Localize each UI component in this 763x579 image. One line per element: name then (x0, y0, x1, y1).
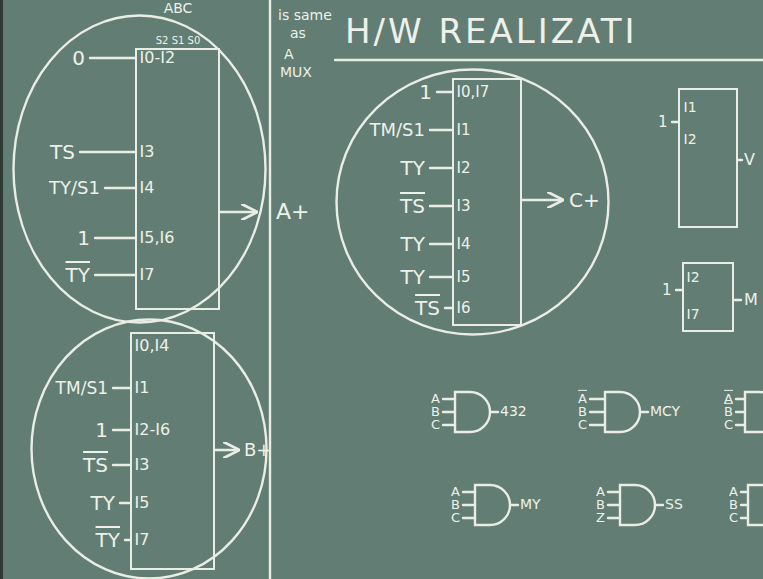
pin-label: I2-I6 (135, 421, 171, 439)
circle-outline (337, 70, 609, 335)
input-signal: 1 (419, 81, 432, 103)
mux-circle: 0TS TY/S1 1TY I0-I2I3I4I5,I6I7 (12, 14, 267, 324)
output-label: M (744, 291, 758, 309)
pin-label: I4 (140, 179, 155, 197)
pin-label: I2 (684, 132, 697, 147)
board-edge (0, 0, 3, 579)
pin-label: I3 (135, 456, 150, 474)
note: MUX (280, 65, 312, 80)
pin-label: I0-I2 (140, 49, 176, 67)
input-signal: TY (401, 157, 425, 179)
and-gate (741, 485, 763, 525)
input-signal: TM/S1 (370, 120, 425, 140)
and-gate (443, 392, 498, 432)
mux-box: 1I2I7 (682, 262, 734, 332)
pin-label: I7 (687, 307, 700, 322)
gate-input: C (729, 511, 738, 525)
pin-label: I0,I4 (135, 337, 170, 355)
and-gate (590, 392, 648, 432)
pin-label: I4 (457, 235, 471, 252)
pin-label: I7 (135, 531, 150, 549)
circle-outline (14, 16, 266, 323)
gate-input: C (578, 418, 587, 432)
input-wires (80, 58, 742, 540)
gate-input: C (451, 511, 460, 525)
pin-label: I6 (457, 299, 471, 316)
input-signal: 0 (72, 47, 85, 69)
mux-box: 1I1I2 (678, 88, 738, 228)
note: as (290, 26, 306, 41)
input-signal: TS (415, 297, 440, 319)
pin-label: I5 (457, 268, 471, 285)
output-label: C+ (569, 189, 600, 211)
note: is same (278, 8, 332, 23)
pin-label: I7 (140, 266, 155, 284)
input-signal: TY/S1 (49, 178, 100, 198)
pin-label: I1 (684, 100, 697, 115)
pin-label: I5 (135, 494, 150, 512)
select-label: ABC (164, 1, 193, 16)
input-signal: TY (96, 529, 120, 551)
gate-output: 432 (500, 404, 527, 419)
and-gate (608, 485, 663, 525)
mux-box: I0-I2I3I4I5,I6I7 (135, 48, 220, 310)
output-label: B+ (244, 440, 271, 460)
mux-box: I0,I7I1I2I3I4I5I6 (452, 78, 522, 326)
input-signal: TS (50, 141, 75, 163)
note: A (284, 47, 294, 62)
pin-label: I3 (457, 197, 471, 214)
mux-circle: TM/S1 1TS TY TY I0,I4I1I2-I6I3I5I7 (30, 318, 268, 579)
pin-label: I2 (457, 159, 471, 176)
output-label: V (744, 151, 755, 169)
pin-label: I2 (687, 270, 700, 285)
gate-output: MY (520, 497, 541, 512)
input-signal: TY (66, 264, 90, 286)
divider-line (269, 0, 271, 579)
title: H/W REALIZATI (345, 13, 638, 50)
input-signal: 1 (658, 113, 668, 130)
gate-input: C (431, 418, 440, 432)
gate-input: C (724, 418, 733, 432)
mux-circle: 1TM/S1TY TS TY TY TS I0,I7I1I2I3I4I5I6 (335, 68, 610, 336)
circle-outline (335, 68, 610, 336)
input-signal: TS (83, 454, 108, 476)
pin-label: I0,I7 (457, 83, 490, 100)
gate-output: SS (665, 497, 683, 512)
input-signal: TY (401, 233, 425, 255)
circle-outline (32, 320, 267, 579)
pin-label: I1 (457, 121, 471, 138)
and-gate (736, 392, 763, 432)
pin-label: I5,I6 (140, 229, 175, 247)
select-label: S2 S1 S0 (156, 35, 201, 46)
input-signal: 1 (77, 227, 90, 249)
input-signal: 1 (662, 281, 672, 298)
input-signal: TS (400, 195, 425, 217)
pin-label: I3 (140, 143, 155, 161)
output-label: A+ (276, 200, 309, 224)
gate-input: Z (596, 511, 605, 525)
and-gate (463, 485, 518, 525)
input-signal: TY (91, 492, 115, 514)
gate-output: MCY (650, 404, 680, 419)
input-signal: TY (401, 266, 425, 288)
title-underline (335, 59, 763, 61)
pin-label: I1 (135, 379, 150, 397)
input-signal: 1 (95, 419, 108, 441)
input-signal: TM/S1 (56, 379, 108, 398)
mux-box: I0,I4I1I2-I6I3I5I7 (130, 332, 215, 570)
